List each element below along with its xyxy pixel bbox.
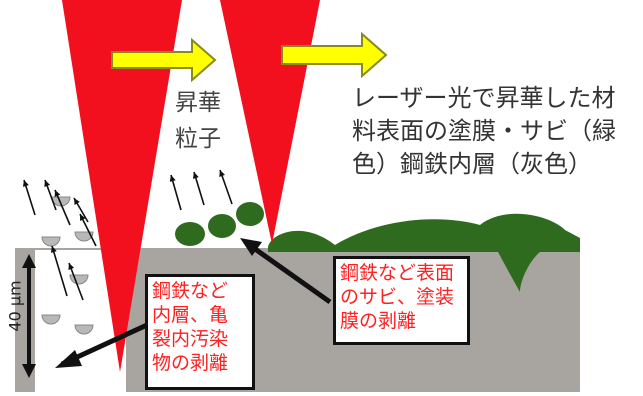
sublimation-arrowhead	[219, 170, 225, 177]
surface-layer-callout: 鋼鉄など表面 のサビ、塗装 膜の剥離	[333, 256, 470, 345]
crack-groove	[35, 250, 126, 370]
depth-marker	[22, 254, 36, 378]
callout-arrows	[55, 238, 332, 368]
sublimation-arrowhead	[68, 263, 75, 270]
sublimation-arrowhead	[74, 198, 80, 205]
sublimation-arrows	[22, 169, 233, 301]
sublimation-arrowhead	[50, 246, 57, 253]
laser-beam-left	[62, 0, 182, 372]
description-label: レーザー光で昇華した材 料表面の塗膜・サビ（緑 色）鋼鉄内層（灰色）	[352, 84, 616, 178]
sublimation-arrowhead	[169, 175, 176, 182]
laser-beam-right	[220, 0, 320, 244]
particle-group	[41, 196, 94, 335]
depth-label: 40 μm	[5, 280, 25, 332]
sublimation-arrowhead	[80, 214, 86, 221]
sublimation-arrowhead	[44, 180, 51, 187]
coating-fragment	[175, 222, 205, 246]
sublimation-arrowhead	[54, 190, 61, 197]
scan-arrow-left	[111, 37, 217, 83]
coating-layer	[268, 213, 580, 292]
grey-particle	[41, 314, 61, 325]
scan-arrow-right	[281, 31, 388, 79]
coating-fragment	[208, 214, 236, 238]
grey-particle	[74, 231, 94, 242]
coating-fragment	[236, 202, 264, 226]
particles-label: 昇華 粒子	[175, 90, 221, 152]
sublimation-arrowhead	[192, 172, 199, 179]
grey-particle	[41, 236, 61, 247]
inner-layer-callout: 鋼鉄など 内層、亀 裂内汚染 物の剥離	[145, 274, 255, 390]
grey-particle	[74, 324, 94, 335]
sublimation-arrowhead	[22, 180, 29, 187]
